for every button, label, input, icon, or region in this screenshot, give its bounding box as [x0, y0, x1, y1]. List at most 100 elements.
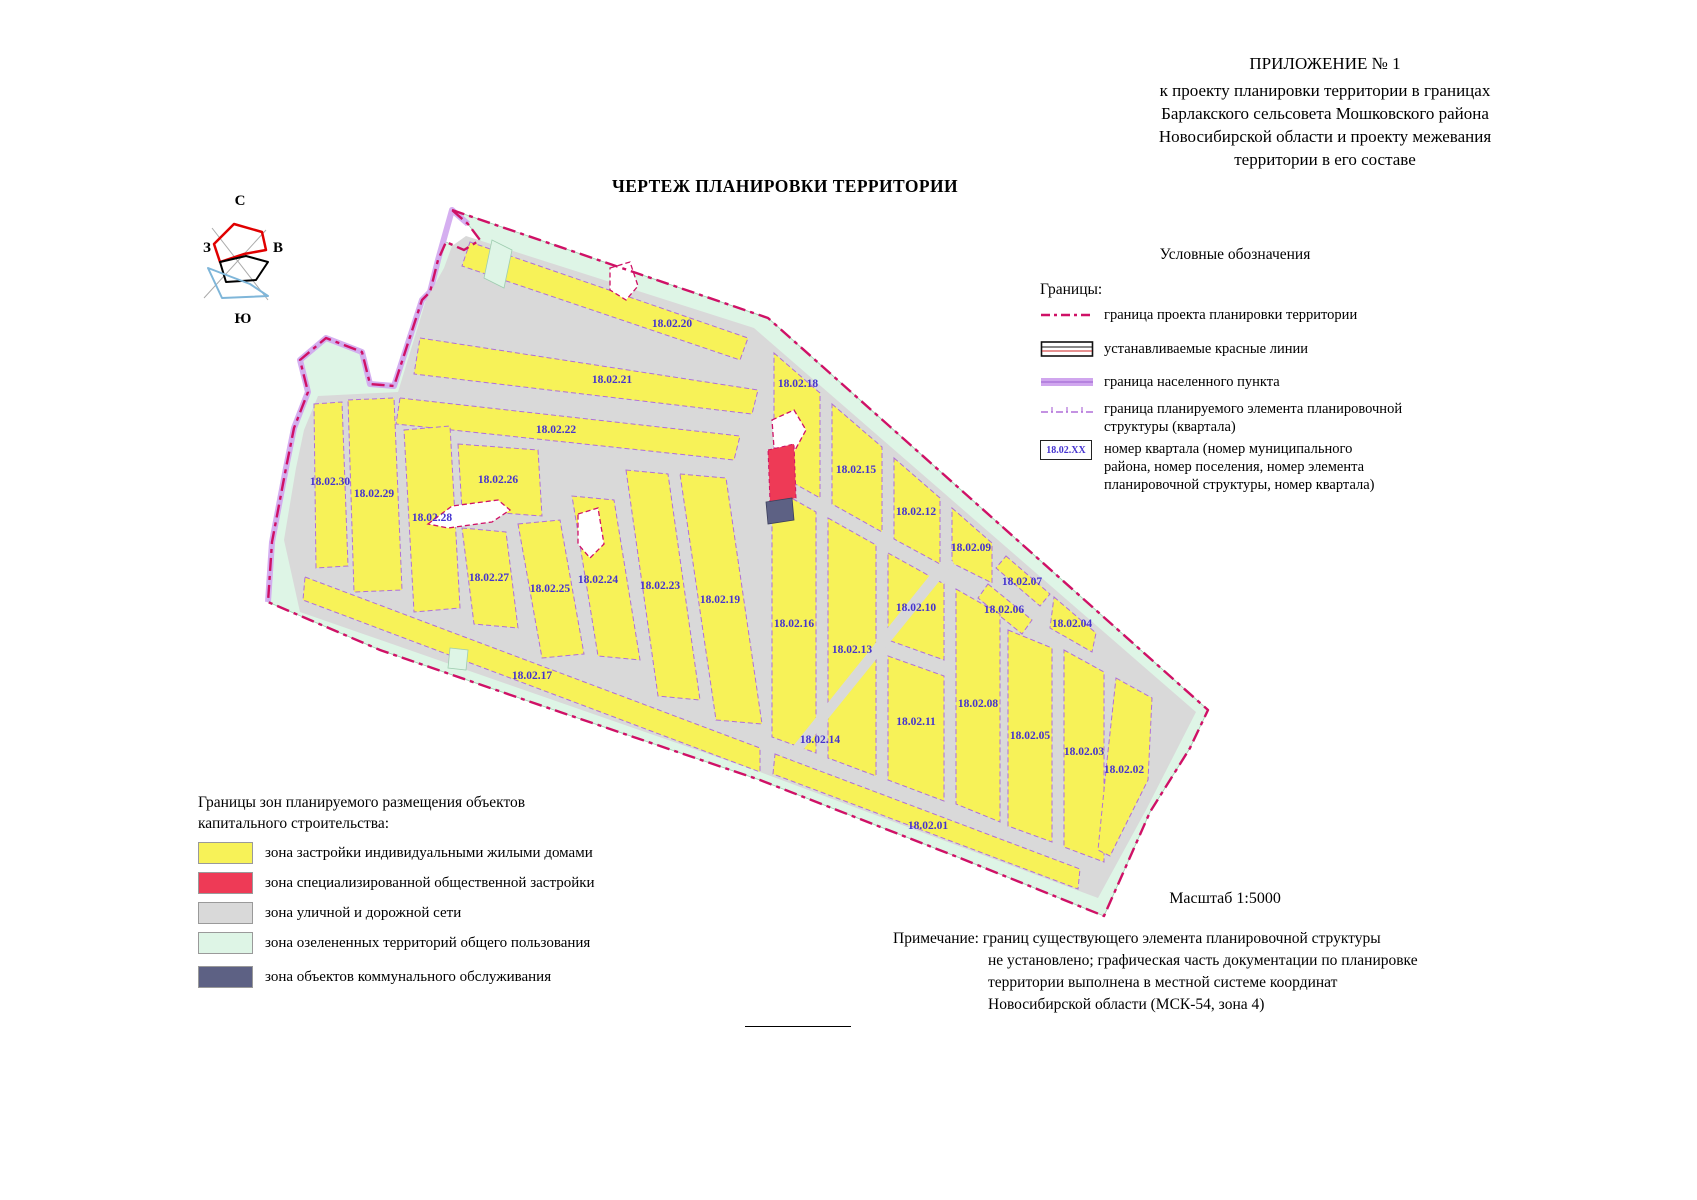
- zone-legend-item: зона уличной и дорожной сети: [198, 902, 718, 924]
- quarter-label-18.02.15: 18.02.15: [836, 464, 877, 476]
- quarter-label-18.02.20: 18.02.20: [652, 318, 693, 330]
- compass-rose: С Ю З В: [203, 193, 283, 327]
- zone-legend-item: зона специализированной общественной зас…: [198, 872, 718, 894]
- signature-line: [745, 1026, 851, 1027]
- quarter-block-18.02.30: [313, 401, 349, 569]
- scale-label: Масштаб 1:5000: [1169, 890, 1281, 907]
- appendix-line: к проекту планировки территории в границ…: [1159, 81, 1491, 100]
- quarter-label-18.02.04: 18.02.04: [1052, 618, 1093, 630]
- legend-item-label: устанавливаемые красные линии: [1104, 341, 1308, 357]
- quarter-label-18.02.13: 18.02.13: [832, 644, 873, 656]
- zone-color-swatch: [198, 842, 253, 864]
- legend-item-red-lines: устанавливаемые красные линии: [1040, 339, 1308, 359]
- note-line: Новосибирской области (МСК-54, зона 4): [988, 996, 1265, 1013]
- quarter-label-18.02.21: 18.02.21: [592, 374, 633, 386]
- quarter-label-18.02.17: 18.02.17: [512, 670, 553, 682]
- settlement-boundary-swatch: [1041, 378, 1093, 386]
- plan-boundary: [266, 208, 1210, 918]
- zone-legend-item: зона застройки индивидуальными жилыми до…: [198, 842, 718, 864]
- quarter-label-18.02.28: 18.02.28: [412, 512, 453, 524]
- legend-item-quarter-boundary: граница планируемого элемента планировоч…: [1040, 400, 1402, 436]
- quarter-block-18.02.05: [1007, 629, 1053, 843]
- green-patch: [447, 647, 469, 671]
- zones-legend-title: Границы зон планируемого размещения объе…: [198, 792, 525, 834]
- zones-legend-title-line: капитального строительства:: [198, 815, 390, 832]
- quarter-block-18.02.21: [413, 337, 759, 415]
- quarter-block-18.02.03: [1063, 649, 1105, 863]
- quarter-block-18.02.27: [461, 527, 519, 629]
- quarter-block-18.02.20: [461, 241, 749, 361]
- quarter-block-18.02.13: [827, 517, 877, 777]
- quarter-block-18.02.16: [771, 486, 817, 754]
- drawing-title: ЧЕРТЕЖ ПЛАНИРОВКИ ТЕРРИТОРИИ: [611, 176, 958, 196]
- quarter-label-18.02.16: 18.02.16: [774, 618, 815, 630]
- legend-item-label: граница населенного пункта: [1104, 374, 1280, 390]
- compass-east-label: В: [273, 240, 283, 256]
- quarter-block-18.02.28: [403, 425, 461, 613]
- quarter-label-18.02.25: 18.02.25: [530, 583, 571, 595]
- quarter-block-18.02.25: [517, 519, 585, 659]
- quarter-label-18.02.26: 18.02.26: [478, 474, 519, 486]
- quarter-block-18.02.12: [893, 456, 941, 565]
- legend-item-label-line: номер квартала (номер муниципального: [1104, 441, 1353, 457]
- appendix-line: Барлакского сельсовета Мошковского район…: [1161, 104, 1489, 123]
- quarter-block-18.02.07: [995, 555, 1051, 607]
- plan-boundary-swatch: [1041, 313, 1093, 317]
- quarter-label-18.02.29: 18.02.29: [354, 488, 395, 500]
- compass-blue-shape: [207, 267, 269, 299]
- green-patch: [483, 239, 513, 289]
- quarter-label-18.02.22: 18.02.22: [536, 424, 577, 436]
- appendix-title-block: ПРИЛОЖЕНИЕ № 1 к проекту планировки терр…: [1120, 52, 1530, 171]
- appendix-line: Новосибирской области и проекту межевани…: [1158, 127, 1492, 146]
- quarter-label-18.02.23: 18.02.23: [640, 580, 681, 592]
- legend-item-quarter-number: 18.02.XX номер квартала (номер муниципал…: [1040, 440, 1375, 494]
- note-line: Примечание: границ существующего элемент…: [893, 930, 1381, 947]
- compass-axis-line: [203, 229, 267, 299]
- quarter-block-18.02.22: [395, 397, 741, 461]
- quarter-label-18.02.06: 18.02.06: [984, 604, 1025, 616]
- zone-legend-label: зона уличной и дорожной сети: [265, 904, 462, 921]
- excluded-area: [426, 499, 512, 529]
- compass-axis-line: [211, 227, 269, 301]
- red-lines-swatch: [1040, 341, 1094, 357]
- zone-color-swatch: [198, 932, 253, 954]
- diagonal-street: [786, 555, 954, 761]
- legend-item-label: граница планируемого элемента планировоч…: [1104, 400, 1402, 436]
- legend-item-label-line: граница планируемого элемента планировоч…: [1104, 401, 1403, 417]
- note-line: не установлено; графическая часть докуме…: [988, 952, 1418, 969]
- quarter-block-18.02.01: [772, 753, 1081, 890]
- zone-legend-item: зона объектов коммунального обслуживания: [198, 966, 718, 988]
- zones-legend-items: зона застройки индивидуальными жилыми до…: [198, 842, 718, 996]
- compass-red-arrow: [212, 222, 268, 264]
- quarter-block-18.02.23: [625, 469, 701, 701]
- symbols-legend-title: Условные обозначения: [1159, 246, 1311, 263]
- quarter-block-18.02.02: [1097, 677, 1153, 857]
- quarter-block-18.02.17: [302, 576, 761, 773]
- legend-item-plan-boundary: граница проекта планировки территории: [1040, 305, 1357, 325]
- quarter-label-18.02.11: 18.02.11: [896, 716, 936, 728]
- quarter-label-18.02.24: 18.02.24: [578, 574, 619, 586]
- zone-legend-label: зона озелененных территорий общего польз…: [265, 934, 591, 951]
- quarter-label-18.02.10: 18.02.10: [896, 602, 937, 614]
- quarter-label-18.02.14: 18.02.14: [800, 734, 841, 746]
- quarter-label-18.02.02: 18.02.02: [1104, 764, 1145, 776]
- compass-west-label: З: [203, 240, 211, 256]
- compass-south-label: Ю: [235, 311, 252, 327]
- quarter-block-18.02.15: [831, 402, 883, 533]
- quarter-block-18.02.26: [457, 443, 543, 517]
- symbols-legend-group-label: Границы:: [1040, 281, 1103, 298]
- legend-item-settlement-boundary: граница населенного пункта: [1040, 372, 1280, 392]
- legend-item-label: граница проекта планировки территории: [1104, 307, 1358, 323]
- note-line: территории выполнена в местной системе к…: [988, 974, 1338, 991]
- quarter-label-18.02.03: 18.02.03: [1064, 746, 1105, 758]
- note-block: Примечание: границ существующего элемент…: [893, 928, 1433, 1016]
- quarter-label-18.02.30: 18.02.30: [310, 476, 351, 488]
- quarter-label-18.02.18: 18.02.18: [778, 378, 819, 390]
- quarter-block-18.02.11: [887, 655, 945, 802]
- compass-black-shape: [219, 255, 269, 283]
- zone-legend-label: зона объектов коммунального обслуживания: [265, 968, 552, 985]
- quarter-label-18.02.05: 18.02.05: [1010, 730, 1051, 742]
- quarter-block-18.02.06: [977, 583, 1033, 635]
- quarter-label-18.02.09: 18.02.09: [951, 542, 992, 554]
- quarter-label-18.02.19: 18.02.19: [700, 594, 741, 606]
